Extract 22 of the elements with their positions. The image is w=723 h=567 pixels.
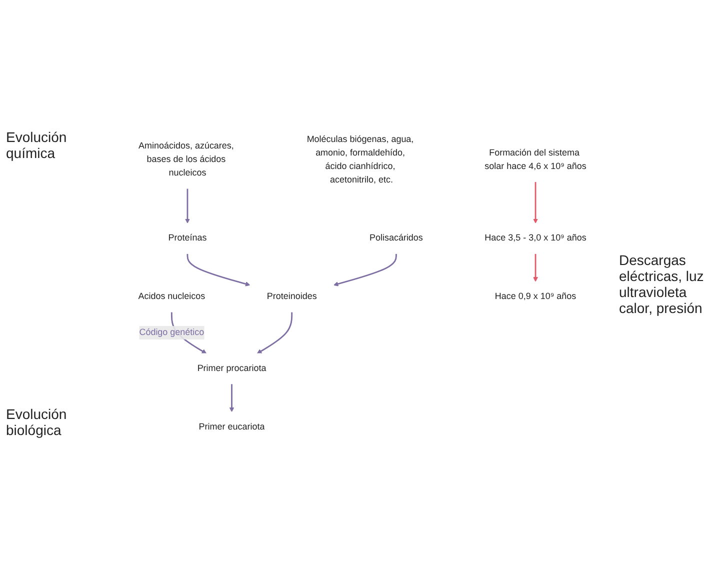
arrow	[229, 384, 234, 412]
node-text: Hace 0,9 x 10⁹ años	[494, 292, 576, 302]
node-text: Primer procariota	[197, 364, 266, 374]
arrow	[185, 188, 190, 224]
node-text: Hace 3,5 - 3,0 x 10⁹ años	[484, 234, 586, 244]
node-text: Formación del sistema solar hace 4,6 x 10⁹ años	[484, 148, 586, 172]
arrow	[186, 254, 250, 286]
arrow	[533, 254, 538, 282]
note-text: Evolución química	[6, 128, 68, 161]
arrow	[333, 254, 397, 286]
node-text: Proteinoides	[266, 292, 317, 302]
arrow	[256, 312, 293, 354]
arrow	[533, 182, 538, 224]
note-text: Evolución biológica	[6, 406, 68, 438]
node-text: Moléculas biógenas, agua, amonio, formaldehído, ácido cianhídrico, acetonitrilo, etc.	[306, 134, 414, 185]
node-text: Polisacáridos	[370, 234, 423, 244]
node-text: Primer eucariota	[198, 422, 265, 432]
note-text: Descargas eléctricas, luz ultravioleta calor, presión	[619, 252, 705, 316]
edge-label: Código genético	[139, 328, 204, 338]
node-text: Proteínas	[168, 234, 207, 244]
node-text: Acidos nucleicos	[138, 292, 206, 302]
node-text: Aminoácidos, azúcares, bases de los ácidos nucleicos	[138, 141, 234, 178]
